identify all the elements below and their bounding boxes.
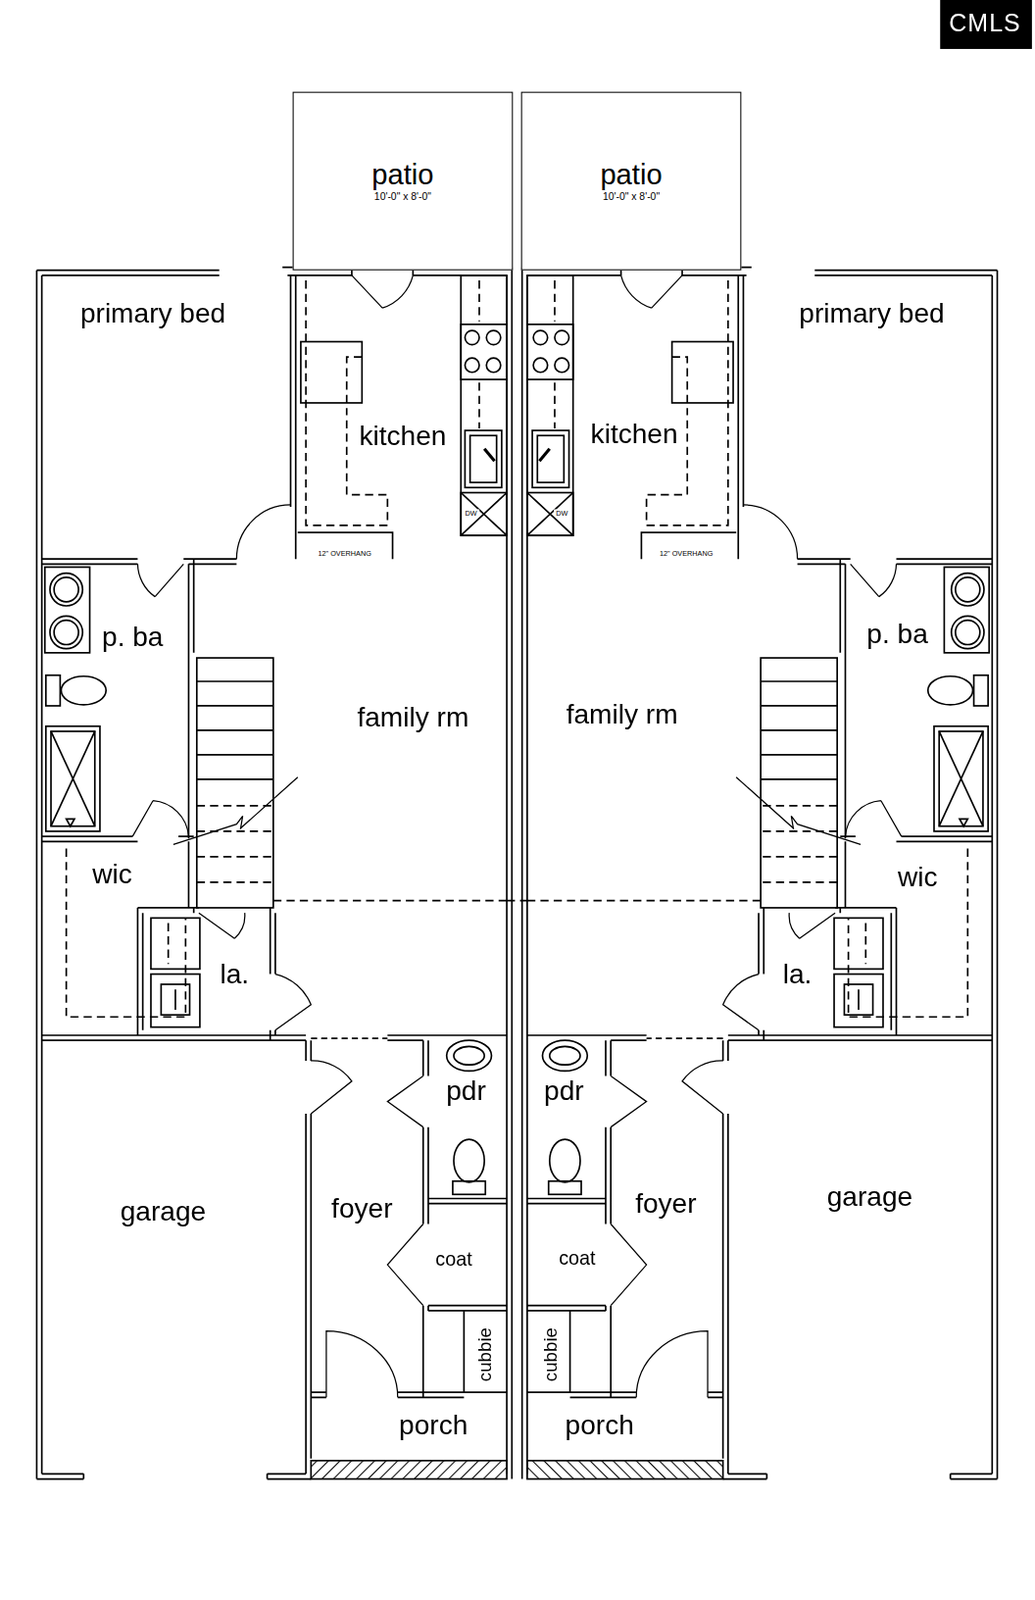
room-name: primary bed	[78, 298, 228, 328]
room-name: kitchen	[356, 422, 448, 451]
room-name: wic	[90, 859, 135, 888]
right-unit	[522, 267, 998, 1479]
room-name: la.	[217, 959, 251, 988]
room-name: family rm	[564, 700, 681, 730]
room-name: family rm	[354, 702, 471, 732]
patio-box: patio10'-0" x 8'-0"	[293, 92, 514, 271]
fixture-label: DW	[463, 508, 480, 517]
room-name: coat	[556, 1247, 598, 1269]
room-name: coat	[433, 1249, 475, 1271]
room-name: patio	[371, 159, 434, 192]
fixture-label: 12" OVERHANG	[657, 549, 716, 558]
dashed-line	[506, 899, 528, 902]
room-name: pdr	[542, 1076, 587, 1105]
room-name: primary bed	[796, 298, 946, 328]
room-name: garage	[825, 1182, 916, 1211]
room-name: cubbie	[475, 1325, 495, 1383]
left-unit	[36, 267, 512, 1479]
dimension: 10'-0" x 8'-0"	[374, 191, 432, 202]
room-name: porch	[396, 1410, 470, 1439]
room-name: kitchen	[589, 419, 681, 448]
room-name: p. ba	[99, 622, 166, 651]
watermark: CMLS	[946, 9, 1024, 36]
room-name: porch	[563, 1410, 637, 1439]
dimension: 10'-0" x 8'-0"	[602, 191, 660, 202]
logo-ground	[939, 0, 1033, 50]
room-name: wic	[895, 862, 940, 891]
room-name: foyer	[329, 1193, 395, 1223]
room-name: p. ba	[864, 619, 931, 648]
room-name: la.	[781, 959, 815, 988]
fixture-label: 12" OVERHANG	[315, 549, 374, 558]
room-name: pdr	[443, 1076, 489, 1105]
room-name: foyer	[633, 1188, 699, 1218]
room-name: garage	[118, 1196, 209, 1226]
room-name: patio	[599, 159, 662, 192]
fixture-label: DW	[553, 508, 570, 517]
patio-box: patio10'-0" x 8'-0"	[521, 92, 742, 271]
room-name: cubbie	[541, 1325, 561, 1383]
